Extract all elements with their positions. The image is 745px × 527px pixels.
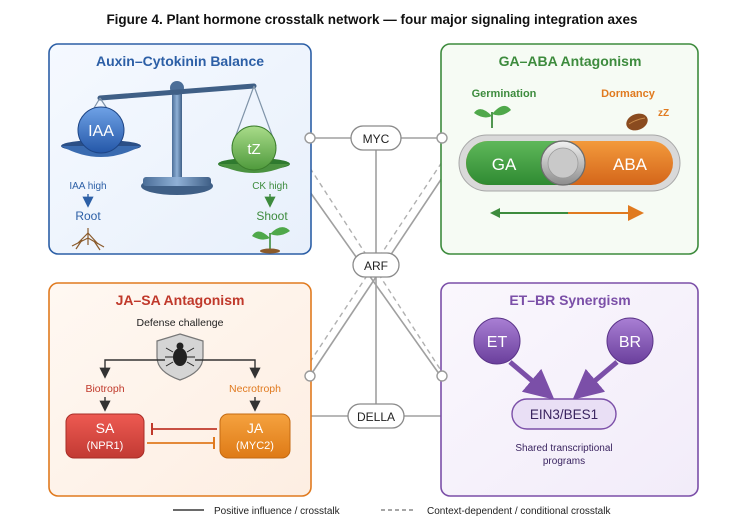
ga-aba-toggle-switch	[458, 134, 681, 192]
hub-della-label: DELLA	[357, 410, 395, 424]
shoot-icon	[252, 227, 290, 254]
defense-challenge-label: Defense challenge	[137, 317, 224, 329]
hub-myc-label: MYC	[363, 132, 390, 146]
panel-auxin-cytokinin: Auxin–Cytokinin Balance IAA tZ IAA hi	[48, 43, 312, 255]
necrotroph-branch	[195, 359, 261, 379]
iaa-high-label: IAA high	[69, 181, 106, 192]
junction-node	[436, 370, 448, 382]
root-label: Root	[75, 209, 101, 223]
hub-myc: MYC	[350, 125, 402, 151]
arrow-left-head	[490, 208, 500, 218]
dormancy-label: Dormancy	[601, 88, 656, 100]
necrotroph-label: Necrotroph	[229, 383, 281, 395]
panel-title: JA–SA Antagonism	[116, 292, 245, 308]
junction-node	[436, 132, 448, 144]
biotroph-label: Biotroph	[85, 383, 124, 395]
myc2-label: (MYC2)	[236, 440, 274, 452]
junctions	[304, 132, 448, 382]
hub-arf-label: ARF	[364, 259, 388, 273]
shared-programs-line1: Shared transcriptional	[515, 443, 612, 454]
hub-della: DELLA	[347, 403, 405, 429]
root-icon	[71, 228, 105, 251]
junction-node	[304, 370, 316, 382]
iaa-ball	[77, 106, 125, 154]
junction-node	[304, 132, 316, 144]
legend-dashed-label: Context-dependent / conditional crosstal…	[427, 506, 611, 517]
tz-ball	[231, 125, 277, 171]
germination-label: Germination	[472, 88, 537, 100]
ga-switch-label: GA	[492, 155, 517, 174]
panel-title: GA–ABA Antagonism	[499, 53, 642, 69]
biotroph-branch	[99, 359, 165, 379]
shoot-label: Shoot	[256, 209, 288, 223]
legend: Positive influence / crosstalk Context-d…	[173, 506, 611, 517]
ein3-bes1-box	[511, 398, 617, 430]
npr1-label: (NPR1)	[87, 440, 124, 452]
et-node	[473, 317, 521, 365]
br-label: BR	[619, 334, 641, 351]
panel-title: ET–BR Synergism	[509, 292, 630, 308]
seed-icon	[626, 113, 648, 131]
panel-title: Auxin–Cytokinin Balance	[96, 53, 264, 69]
ja-label: JA	[247, 420, 264, 436]
ck-high-label: CK high	[252, 181, 288, 192]
panel-ja-sa: JA–SA Antagonism Defense challenge Biotr…	[48, 282, 312, 497]
br-node	[606, 317, 654, 365]
et-label: ET	[487, 334, 508, 351]
aba-switch-label: ABA	[613, 155, 648, 174]
br-to-target-arrow	[572, 360, 619, 400]
legend-solid-label: Positive influence / crosstalk	[214, 506, 341, 517]
seedling-icon	[474, 105, 511, 128]
hub-arf: ARF	[352, 252, 400, 278]
sleep-z-icon: zZ	[658, 108, 669, 119]
ja-box	[219, 413, 291, 459]
figure-title: Figure 4. Plant hormone crosstalk networ…	[106, 12, 637, 27]
ein3-bes1-label: EIN3/BES1	[530, 407, 598, 422]
panel-ga-aba: GA–ABA Antagonism Germination Dormancy z…	[440, 43, 699, 255]
sa-label: SA	[96, 420, 115, 436]
iaa-label: IAA	[88, 123, 114, 140]
sa-box	[65, 413, 145, 459]
tz-label: tZ	[247, 141, 260, 158]
panel-et-br: ET–BR Synergism ET BR EIN3/BES1 Shared t…	[440, 282, 699, 497]
connector-diagonal-solid-2	[309, 191, 443, 379]
shared-programs-line2: programs	[543, 456, 585, 467]
et-to-target-arrow	[508, 360, 555, 400]
